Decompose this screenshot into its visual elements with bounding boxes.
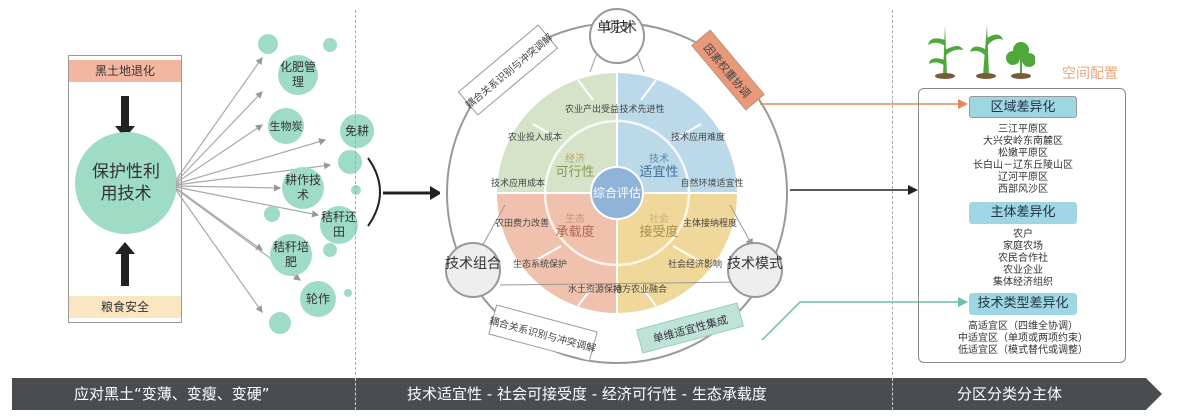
- list-item: 农户: [1013, 229, 1033, 240]
- indicator: 主体接纳程度: [683, 217, 737, 229]
- evaluation-wheel: 单项技术 技术组合 技术模式 综合评估 可行性 经济 适宜性 技术 接受度 社会…: [445, 8, 788, 364]
- tech-no-till: 免耕: [340, 114, 374, 148]
- tech-fertilizer: 化肥管理: [278, 55, 318, 95]
- subject-diff-header: 主体差异化: [969, 202, 1077, 224]
- indicator: 农业产出受益: [565, 103, 619, 115]
- single-technology-node: 单项技术: [597, 20, 637, 36]
- black-soil-degradation-tag: 黑土地退化: [69, 60, 181, 82]
- tech-tillage: 耕作技术: [282, 167, 324, 209]
- section-divider: [892, 10, 893, 375]
- bottom-banner: 应对黑土“变薄、变瘦、变硬” 技术适宜性 - 社会可接受度 - 经济可行性 - …: [12, 378, 1162, 410]
- technology-combination-node: 技术组合: [445, 256, 501, 272]
- coupling-label-top: 耦合关系识别与冲突调解: [463, 31, 556, 112]
- indicator: 农田费力改善: [495, 217, 549, 229]
- technology-mode-node: 技术模式: [727, 256, 783, 272]
- right-connectors: [760, 99, 968, 340]
- arrow-up-icon: [121, 254, 129, 286]
- banner-divider: [355, 378, 356, 410]
- indicator: 地方农业融合: [613, 283, 667, 295]
- tech-biochar: 生物炭: [268, 108, 304, 144]
- tech-straw-return: 秸秆还田: [320, 206, 358, 244]
- regional-diff-header: 区域差异化: [969, 96, 1077, 118]
- dim-economic: 可行性: [555, 165, 594, 180]
- indicator: 农业投入成本: [508, 131, 562, 143]
- dim-technical: 适宜性: [639, 165, 678, 180]
- tech-type-list: 高适宜区（四维全协调） 中适宜区（单项或两项约束） 低适宜区（模式替代或调整）: [919, 321, 1127, 357]
- food-security-tag: 粮食安全: [69, 296, 181, 318]
- list-item: 集体经济组织: [993, 277, 1053, 288]
- list-item: 农民合作社: [998, 253, 1048, 264]
- indicator: 生态系统保护: [513, 258, 567, 270]
- tech-straw-fertility: 秸秆培肥: [270, 234, 312, 276]
- indicator: 技术先进性: [619, 103, 664, 115]
- section-divider: [355, 10, 356, 375]
- dim-technical-sub: 技术: [649, 152, 669, 165]
- indicator: 技术应用成本: [491, 177, 545, 189]
- list-item: 农业企业: [1003, 265, 1043, 276]
- list-item: 西部风沙区: [998, 184, 1048, 195]
- banner-right: 分区分类分主体: [957, 385, 1063, 403]
- indicator: 自然环境适宜性: [680, 177, 743, 189]
- indicator: 水土资源保持: [568, 283, 622, 295]
- list-item: 三江平原区: [998, 124, 1048, 135]
- dim-social-sub: 社会: [649, 212, 669, 225]
- list-item: 长白山－辽东丘陵山区: [973, 160, 1073, 171]
- list-item: 家庭农场: [1003, 241, 1043, 252]
- regional-list: 三江平原区 大兴安岭东南麓区 松嫩平原区 长白山－辽东丘陵山区 辽河平原区 西部…: [919, 124, 1127, 196]
- banner-left: 应对黑土“变薄、变瘦、变硬”: [74, 385, 270, 403]
- banner-divider: [892, 378, 893, 410]
- indicator: 技术应用难度: [671, 131, 725, 143]
- spatial-config-label: 空间配置: [1062, 66, 1118, 82]
- tech-type-diff-header: 技术类型差异化: [969, 293, 1077, 315]
- list-item: 中适宜区（单项或两项约束）: [958, 333, 1088, 344]
- dim-ecological-sub: 生态: [565, 212, 585, 225]
- subject-list: 农户 家庭农场 农民合作社 农业企业 集体经济组织: [919, 229, 1127, 289]
- core-technology-circle: 保护性利用技术: [75, 132, 177, 234]
- list-item: 松嫩平原区: [998, 148, 1048, 159]
- list-item: 辽河平原区: [998, 172, 1048, 183]
- crop-plant-icon: [928, 25, 1036, 79]
- arrow-head-icon: [115, 242, 135, 254]
- banner-middle: 技术适宜性 - 社会可接受度 - 经济可行性 - 生态承载度: [407, 385, 767, 403]
- comprehensive-evaluation: 综合评估: [593, 185, 641, 200]
- tech-rotation: 轮作: [300, 281, 336, 317]
- indicator: 社会经济影响: [668, 258, 722, 270]
- dim-social: 接受度: [639, 224, 678, 240]
- list-item: 高适宜区（四维全协调）: [968, 321, 1078, 332]
- arrow-down-icon: [121, 96, 129, 128]
- list-item: 大兴安岭东南麓区: [983, 136, 1063, 147]
- dim-ecological: 承载度: [555, 224, 594, 240]
- differentiation-panel: 区域差异化 三江平原区 大兴安岭东南麓区 松嫩平原区 长白山－辽东丘陵山区 辽河…: [918, 88, 1126, 363]
- tech-arrows: [175, 34, 440, 334]
- list-item: 低适宜区（模式替代或调整）: [958, 345, 1088, 356]
- left-frame: 黑土地退化 粮食安全: [68, 55, 182, 323]
- crop-illustrations: [925, 20, 1036, 80]
- dim-economic-sub: 经济: [565, 152, 585, 165]
